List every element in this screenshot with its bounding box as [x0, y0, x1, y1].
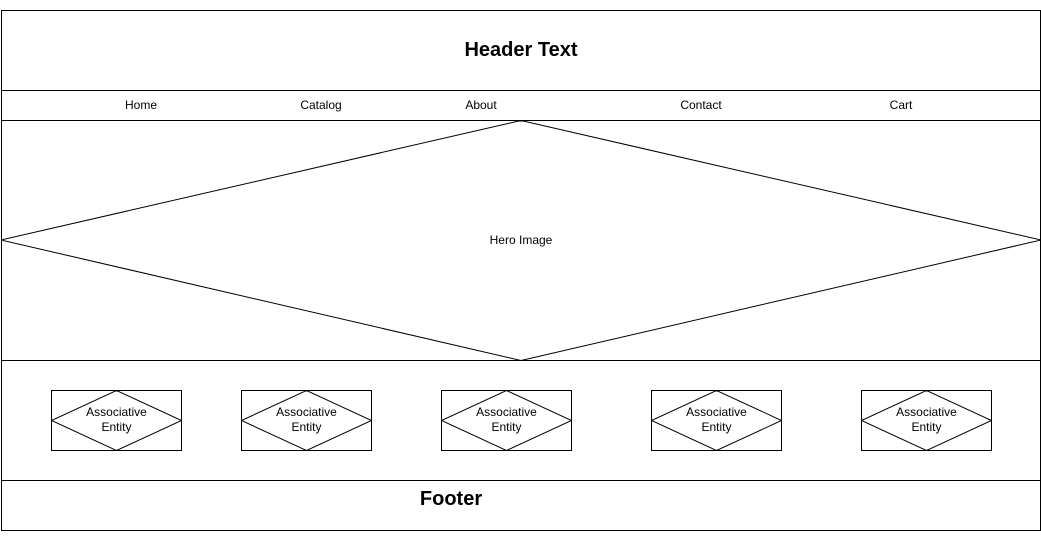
entity-label: Associative Entity — [86, 405, 147, 434]
associative-entity-card[interactable]: Associative Entity — [861, 390, 992, 451]
hero-image: Hero Image — [1, 120, 1041, 361]
entity-diamond — [52, 391, 181, 450]
entity-label: Associative Entity — [276, 405, 337, 434]
nav-item-contact[interactable]: Contact — [680, 98, 722, 112]
associative-entity-card[interactable]: Associative Entity — [241, 390, 372, 451]
associative-entity-card[interactable]: Associative Entity — [441, 390, 572, 451]
nav-bar: Home Catalog About Contact Cart — [1, 90, 1041, 121]
associative-entity-card[interactable]: Associative Entity — [651, 390, 782, 451]
nav-item-about[interactable]: About — [465, 98, 497, 112]
hero-label: Hero Image — [489, 233, 553, 247]
footer: Footer — [1, 480, 1041, 531]
header: Header Text — [1, 10, 1041, 91]
entity-label: Associative Entity — [686, 405, 747, 434]
entity-label: Associative Entity — [476, 405, 537, 434]
nav-item-home[interactable]: Home — [124, 98, 157, 112]
entity-diamond — [442, 391, 571, 450]
nav-item-catalog[interactable]: Catalog — [300, 98, 342, 112]
hero-diamond — [2, 121, 1040, 360]
associative-entity-card[interactable]: Associative Entity — [51, 390, 182, 451]
entity-row: Associative Entity Associative Entity As… — [1, 360, 1041, 481]
entity-diamond — [652, 391, 781, 450]
header-title: Header Text — [464, 39, 578, 61]
entity-diamond — [862, 391, 991, 450]
footer-title: Footer — [419, 488, 483, 510]
nav-item-cart[interactable]: Cart — [889, 98, 913, 112]
entity-label: Associative Entity — [896, 405, 957, 434]
entity-diamond — [242, 391, 371, 450]
